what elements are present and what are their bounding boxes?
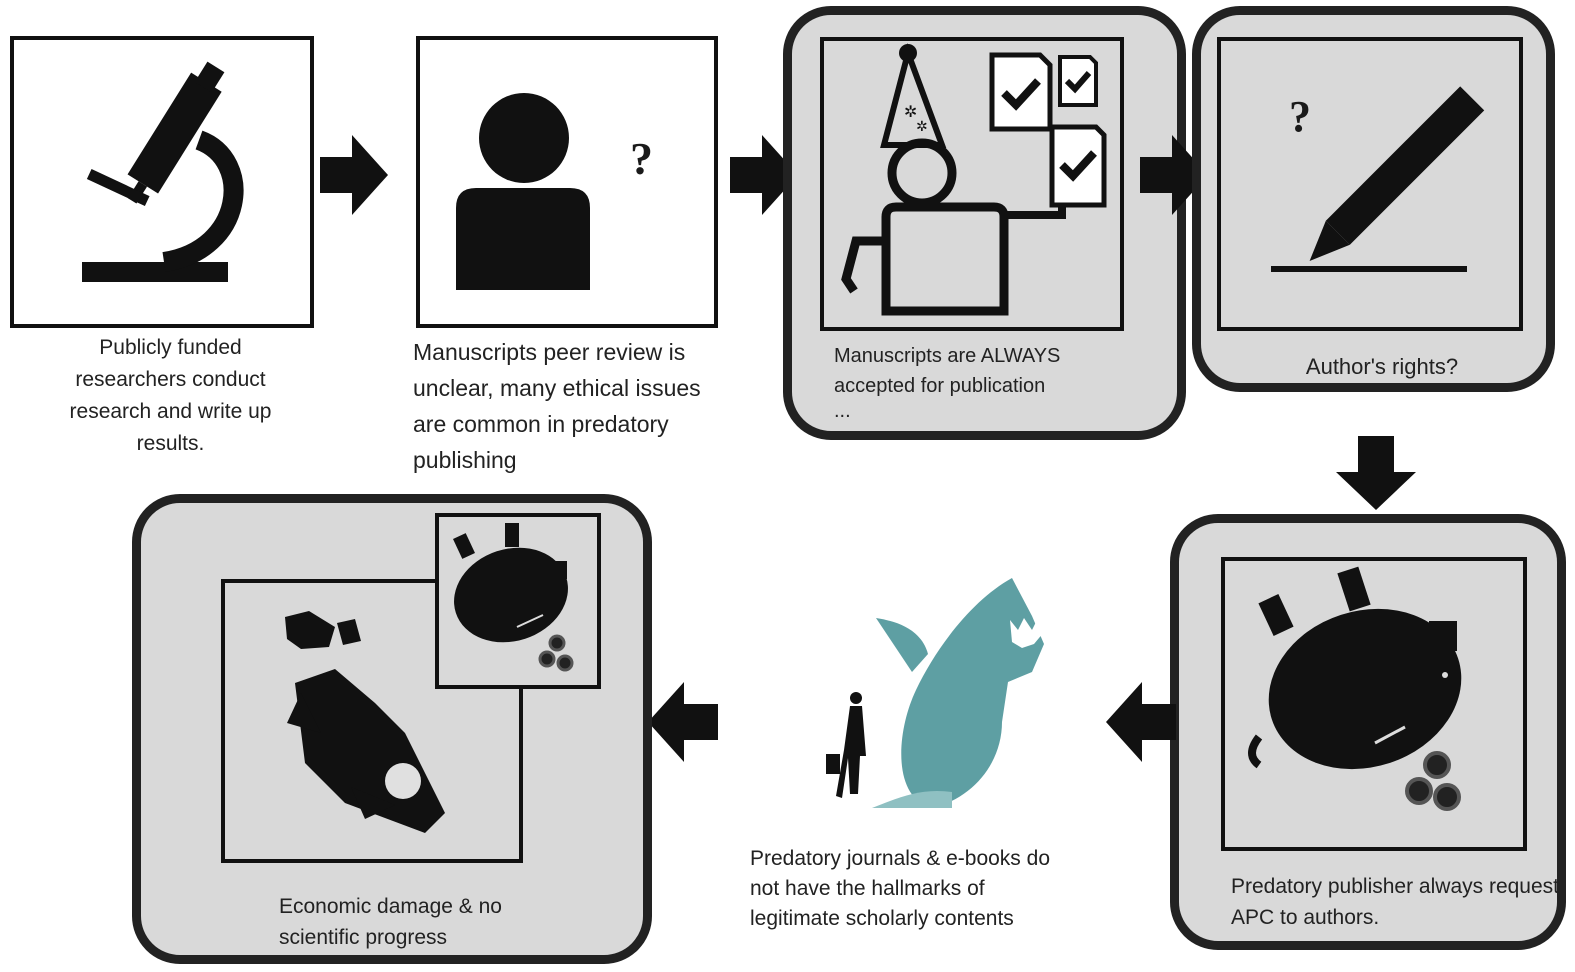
arrow-right-icon — [1140, 135, 1208, 215]
step-4-inner-frame: ? — [1217, 37, 1523, 331]
microscope-icon — [82, 61, 244, 282]
step-5-caption: Predatory publisher always request APC t… — [1231, 875, 1560, 929]
step-6-caption: Predatory journals & e-books do not have… — [750, 847, 1050, 930]
step-7-inset-frame — [435, 513, 601, 689]
step-1-caption: Publicly funded researchers conduct rese… — [69, 336, 272, 455]
step-2-caption: Manuscripts peer review is unclear, many… — [413, 339, 701, 473]
step-3-ellipsis: ... — [834, 400, 851, 422]
step-3-inner-frame: ✲ ✲ — [820, 37, 1124, 331]
person-icon — [456, 93, 590, 290]
svg-text:✲: ✲ — [904, 104, 917, 121]
arrow-right-icon — [730, 135, 798, 215]
shark-businessman-icon — [826, 578, 1044, 808]
piggy-bank-icon — [1248, 566, 1462, 811]
step-4-caption: Author's rights? — [1305, 354, 1459, 379]
step-3-caption: Manuscripts are ALWAYS accepted for publ… — [834, 345, 1061, 397]
arrow-right-icon — [320, 135, 388, 215]
step-7-caption: Economic damage & no scientific progress — [279, 895, 502, 949]
question-mark: ? — [630, 133, 653, 184]
arrow-left-icon — [1106, 682, 1176, 762]
pen-signature-icon — [1271, 86, 1485, 272]
step-2-frame: ? — [416, 36, 718, 328]
arrow-down-icon — [1336, 436, 1416, 510]
arrow-left-icon — [648, 682, 718, 762]
piggy-bank-icon — [453, 523, 574, 672]
crashed-rocket-icon — [285, 611, 445, 833]
step-7-panel: Economic damage & no scientific progress — [132, 494, 652, 964]
svg-text:✲: ✲ — [916, 118, 928, 134]
step-1-frame — [10, 36, 314, 328]
step-5-panel: Predatory publisher always request APC t… — [1170, 514, 1566, 950]
step-5-inner-frame — [1221, 557, 1527, 851]
party-editor-icon: ✲ ✲ — [841, 43, 1107, 316]
question-mark: ? — [1289, 92, 1311, 141]
step-4-panel: ? Author's rights? — [1192, 6, 1555, 392]
step-3-panel: ✲ ✲ Manuscripts are ALWAYS accepted for … — [783, 6, 1186, 440]
